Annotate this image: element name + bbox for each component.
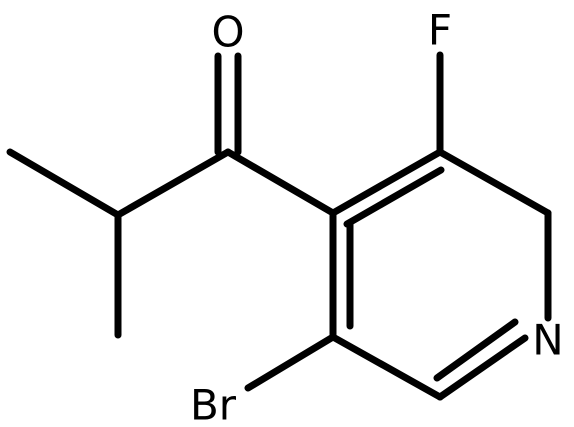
nitrogen-label: N bbox=[532, 316, 563, 365]
bond-ring-n-c6 bbox=[436, 334, 529, 401]
bond-ring-c3-c2 bbox=[436, 148, 552, 217]
fluorine-label: F bbox=[428, 6, 452, 55]
bond-isopropyl-methyl-1 bbox=[6, 148, 122, 219]
bond-ring-bromine bbox=[244, 333, 337, 392]
bond-ring-c6-c5 bbox=[329, 333, 444, 401]
bond-carbonyl-ring bbox=[224, 148, 337, 217]
bond-ring-c4-c3 bbox=[329, 148, 444, 217]
bond-ring-n-c6-inner bbox=[433, 318, 519, 382]
oxygen-label: O bbox=[211, 8, 244, 57]
bromine-label: Br bbox=[190, 381, 237, 427]
bond-ring-c4-c3-inner bbox=[343, 166, 445, 228]
bond-carbonyl-isopropyl bbox=[114, 148, 232, 219]
